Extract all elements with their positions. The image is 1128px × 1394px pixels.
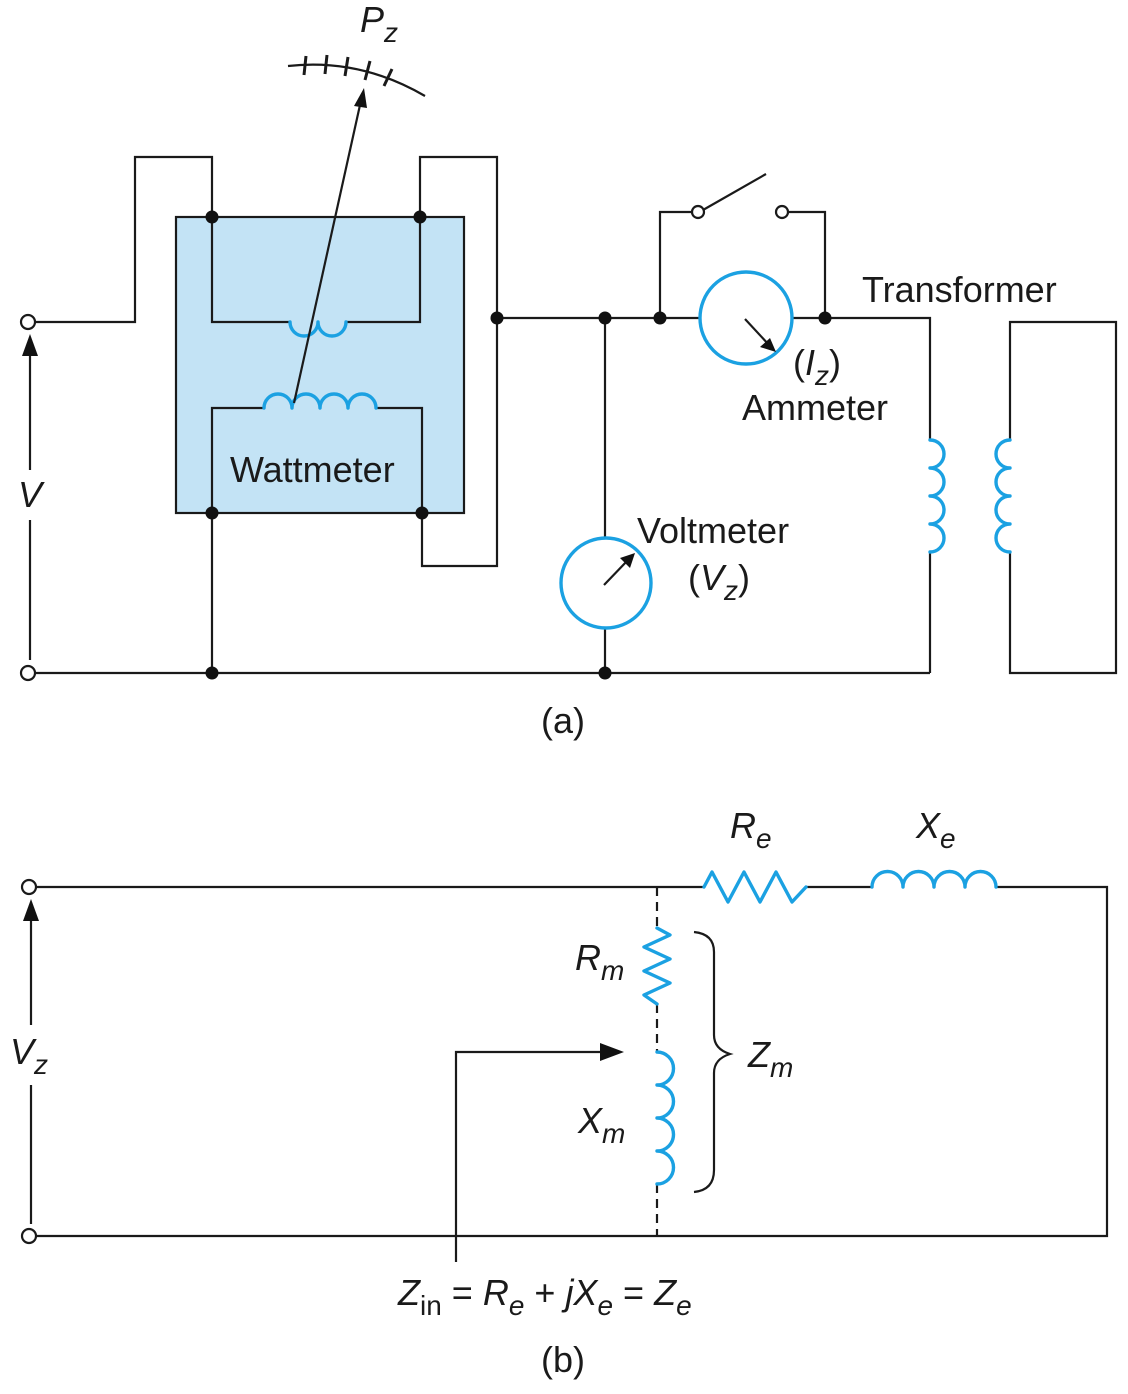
wattmeter-pointer-tip	[354, 88, 367, 108]
Xe-label: Xe	[915, 805, 956, 854]
primary-winding-icon	[928, 438, 946, 554]
secondary-winding-icon	[994, 438, 1012, 554]
caption-b: (b)	[541, 1339, 585, 1380]
wattmeter-scale-arc	[287, 63, 426, 97]
wattmeter-reading-label: Pz	[360, 0, 398, 48]
ammeter-icon	[698, 270, 794, 366]
source-voltage-arrowhead	[22, 334, 38, 356]
caption-a: (a)	[541, 700, 585, 741]
junction-dots	[205, 210, 832, 680]
wire-secondary	[1008, 320, 1118, 675]
source-terminal-bottom	[19, 664, 37, 682]
wire-wattmeter-output	[418, 155, 499, 318]
voltmeter-label: Voltmeter	[637, 510, 789, 551]
wire-b-top	[28, 885, 1109, 1238]
ammeter-label: Ammeter	[742, 387, 888, 428]
Zm-label: Zm	[747, 1034, 793, 1083]
Zin-equation: Zin = Re + jXe = Ze	[397, 1272, 692, 1321]
current-coil-icon	[288, 320, 348, 338]
source-terminal-top	[19, 313, 37, 331]
wire-source-top	[28, 155, 214, 324]
wire-switch-bypass	[658, 210, 827, 318]
wattmeter-scale-ticks	[302, 54, 394, 87]
transformer-label: Transformer	[862, 269, 1057, 310]
Zin-arrowhead	[600, 1043, 624, 1061]
switch-contact-right	[774, 204, 790, 220]
voltmeter-needle	[603, 559, 629, 586]
Re-resistor-icon	[702, 870, 808, 904]
Vz-label: Vz	[10, 1031, 48, 1080]
voltmeter-needle-tip	[620, 553, 635, 568]
wattmeter-box	[174, 215, 466, 515]
wire-main-top	[497, 316, 932, 673]
ammeter-needle	[744, 318, 771, 347]
Zm-brace	[693, 930, 734, 1194]
Rm-label: Rm	[575, 937, 624, 986]
source-b-terminal-bottom	[20, 1227, 38, 1245]
switch-contact-left	[690, 204, 706, 220]
voltmeter-icon	[559, 536, 653, 630]
wattmeter-pointer	[292, 104, 362, 404]
voltmeter-reading-label: (Vz)	[688, 557, 750, 606]
ammeter-needle-tip	[760, 338, 776, 352]
ammeter-reading-label: (Iz)	[793, 342, 841, 391]
Xm-label: Xm	[577, 1100, 625, 1149]
wire-voltage-coil-return	[420, 318, 499, 568]
Re-label: Re	[730, 805, 772, 854]
wattmeter-label: Wattmeter	[230, 449, 395, 490]
source-voltage-label: V	[18, 474, 45, 515]
wire-voltage-coil	[210, 406, 424, 513]
source-b-voltage-arrowhead	[23, 899, 39, 921]
Xm-inductor-icon	[655, 1050, 676, 1186]
voltage-coil-icon	[262, 392, 378, 410]
wire-current-coil	[210, 217, 422, 324]
source-b-terminal-top	[20, 878, 38, 896]
part-b-equivalent-circuit: Vz Re Xe Rm Xm Zm Zin = Re + jXe = Ze (b…	[10, 805, 1109, 1380]
Zin-arrow	[454, 1050, 608, 1262]
Rm-resistor-icon	[642, 926, 672, 1006]
part-a-circuit: V Wattmeter Pz Transformer (Iz) Ammeter …	[18, 0, 1118, 741]
Xe-inductor-icon	[870, 869, 998, 889]
switch-blade	[702, 173, 767, 211]
